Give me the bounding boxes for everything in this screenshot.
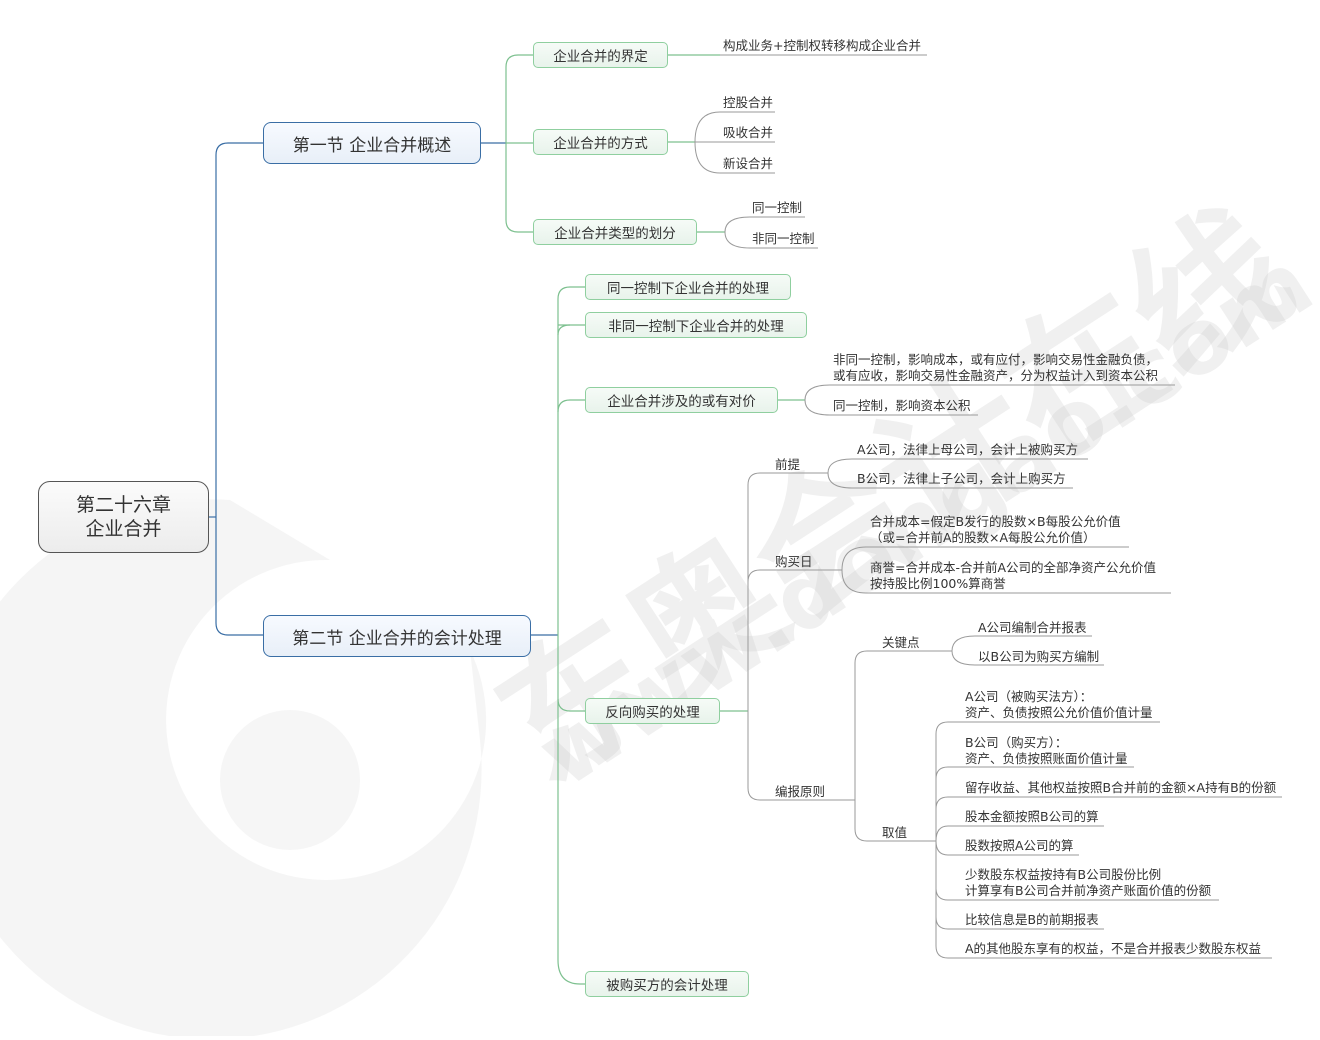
group-premise[interactable]: 前提 [775,457,801,472]
leaf-line: 非同一控制，影响成本，或有应付，影响交易性金融负债， [833,352,1159,367]
leaf-premise[interactable]: B公司，法律上子公司，会计上购买方 [857,471,1066,486]
leaf-line: （或=合并前A的股数×A每股公允价值） [870,530,1096,545]
leaf-line: 合并成本=假定B发行的股数×B每股公允价值 [870,514,1121,529]
topic-label: 企业合并的界定 [553,49,648,65]
root-node[interactable]: 第二十六章 企业合并 [38,481,209,553]
subgroup-values[interactable]: 取值 [882,825,908,840]
topic-label: 企业合并涉及的或有对价 [607,394,756,410]
topic-label: 反向购买的处理 [605,705,700,721]
leaf-value[interactable]: A公司（被购买法方）： 资产、负债按照公允价值价值计量 [965,689,1153,721]
leaf-premise[interactable]: A公司，法律上母公司，会计上被购买方 [857,442,1079,457]
leaf-value[interactable]: 股本金额按照B公司的算 [965,809,1099,824]
leaf-method[interactable]: 控股合并 [723,95,774,110]
group-reporting-principles[interactable]: 编报原则 [775,784,826,799]
leaf-line: 商誉=合并成本-合并前A公司的全部净资产公允价值 [870,560,1157,575]
topic-label: 被购买方的会计处理 [606,978,728,994]
topic-types[interactable]: 企业合并类型的划分 [533,219,697,245]
root-title-line2: 企业合并 [85,518,162,540]
group-acquisition-date[interactable]: 购买日 [775,554,813,569]
leaf-line: 少数股东权益按持有B公司股份比例 [965,867,1162,882]
topic-reverse-acquisition[interactable]: 反向购买的处理 [585,698,720,724]
leaf-value[interactable]: A的其他股东享有的权益，不是合并报表少数股东权益 [965,941,1262,956]
topic-label: 企业合并的方式 [553,136,648,152]
leaf-value[interactable]: B公司（购买方）： 资产、负债按照账面价值计量 [965,735,1128,767]
leaf-value[interactable]: 股数按照A公司的算 [965,838,1074,853]
subgroup-key-points[interactable]: 关键点 [882,635,920,650]
leaf-line: 或有应收，影响交易性金融资产，分为权益计入到资本公积 [833,368,1159,383]
leaf-value[interactable]: 比较信息是B的前期报表 [965,912,1099,927]
leaf-definition[interactable]: 构成业务+控制权转移构成企业合并 [723,38,921,53]
leaf-value[interactable]: 少数股东权益按持有B公司股份比例 计算享有B公司合并前净资产账面价值的份额 [965,867,1211,899]
leaf-line: 按持股比例100%算商誉 [870,576,1006,591]
topic-acquiree-accounting[interactable]: 被购买方的会计处理 [585,971,749,997]
topic-definition[interactable]: 企业合并的界定 [533,42,668,68]
topic-methods[interactable]: 企业合并的方式 [533,129,668,155]
leaf-method[interactable]: 吸收合并 [723,125,774,140]
leaf-value[interactable]: 留存收益、其他权益按照B合并前的金额×A持有B的份额 [965,780,1277,795]
leaf-method[interactable]: 新设合并 [723,156,774,171]
section1-node[interactable]: 第一节 企业合并概述 [263,122,481,164]
leaf-acquisition-date[interactable]: 合并成本=假定B发行的股数×B每股公允价值 （或=合并前A的股数×A每股公允价值… [870,514,1121,546]
topic-label: 同一控制下企业合并的处理 [607,281,769,297]
leaf-key-point[interactable]: 以B公司为购买方编制 [978,649,1100,664]
leaf-line: A公司（被购买法方）： [965,689,1093,704]
topic-contingent-consideration[interactable]: 企业合并涉及的或有对价 [585,387,778,413]
leaf-line: 资产、负债按照公允价值价值计量 [965,705,1153,720]
leaf-type[interactable]: 同一控制 [752,200,803,215]
leaf-acquisition-date[interactable]: 商誉=合并成本-合并前A公司的全部净资产公允价值 按持股比例100%算商誉 [870,560,1156,592]
leaf-key-point[interactable]: A公司编制合并报表 [978,620,1087,635]
leaf-contingent[interactable]: 非同一控制，影响成本，或有应付，影响交易性金融负债， 或有应收，影响交易性金融资… [833,352,1158,384]
section2-title: 第二节 企业合并的会计处理 [292,628,502,649]
root-title-line1: 第二十六章 [75,494,171,516]
leaf-contingent[interactable]: 同一控制，影响资本公积 [833,398,971,413]
leaf-type[interactable]: 非同一控制 [752,231,815,246]
section2-node[interactable]: 第二节 企业合并的会计处理 [263,615,531,657]
leaf-line: B公司（购买方）： [965,735,1068,750]
topic-non-common-control[interactable]: 非同一控制下企业合并的处理 [585,312,807,338]
leaf-line: 计算享有B公司合并前净资产账面价值的份额 [965,883,1212,898]
topic-common-control[interactable]: 同一控制下企业合并的处理 [585,274,791,300]
leaf-line: 资产、负债按照账面价值计量 [965,751,1128,766]
topic-label: 非同一控制下企业合并的处理 [608,319,784,335]
section1-title: 第一节 企业合并概述 [292,135,452,156]
topic-label: 企业合并类型的划分 [554,226,676,242]
